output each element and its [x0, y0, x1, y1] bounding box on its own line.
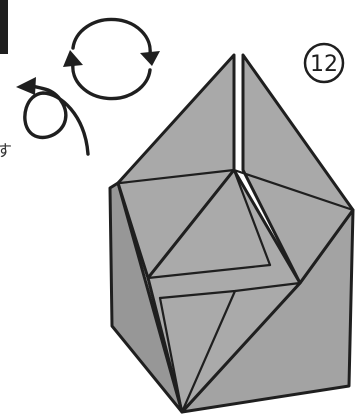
edge-fold-mark [0, 0, 8, 54]
step-number-badge: 12 [305, 44, 343, 82]
step-number: 12 [310, 52, 338, 77]
origami-model [110, 55, 353, 412]
turn-over-arrow-icon [16, 77, 88, 154]
rotate-arrows-icon [63, 19, 160, 98]
edge-glyph-text: す [0, 141, 12, 160]
